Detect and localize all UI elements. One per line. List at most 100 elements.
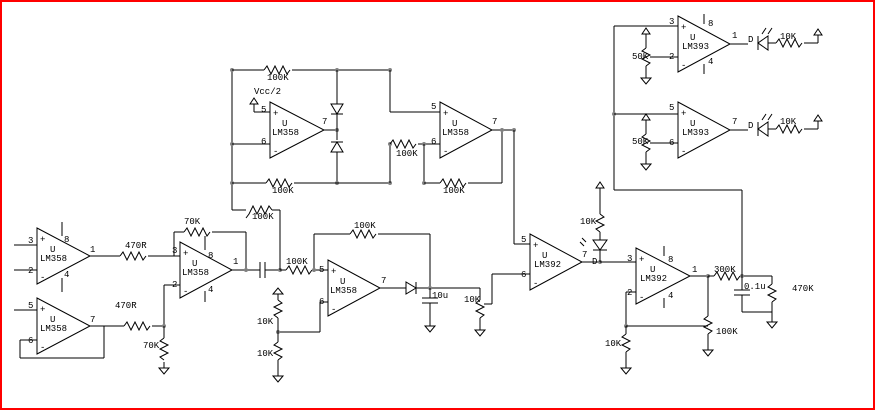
pin-label: 1	[732, 31, 737, 41]
pin-label: 5	[261, 105, 266, 115]
resistor-label: 300K	[714, 265, 736, 275]
opamp-minus: -	[273, 147, 278, 157]
opamp-u1: + - U LM358 3 2 8 4 1	[14, 222, 95, 292]
pin-label: 1	[90, 245, 95, 255]
pin-label: 3	[172, 246, 177, 256]
opamp-part: LM358	[442, 128, 469, 138]
opamp-u9: + - U LM393 3 2 8 4 1	[669, 15, 737, 73]
opamp-unit: U	[650, 265, 655, 275]
resistor-label: 10K	[605, 339, 622, 349]
resistor-label: 10K	[257, 349, 274, 359]
opamp-plus: +	[183, 249, 188, 259]
opamp-plus: +	[681, 23, 686, 33]
pin-label: 7	[492, 117, 497, 127]
resistor-label: 470R	[115, 301, 137, 311]
resistor-label: 100K	[716, 327, 738, 337]
capacitor-label: 10u	[432, 291, 448, 301]
pin-label: 7	[381, 276, 386, 286]
opamp-minus: -	[533, 279, 538, 289]
resistor-label: 50K	[632, 52, 649, 62]
resistor-label: 470K	[792, 284, 814, 294]
resistor-label: 100K	[443, 186, 465, 196]
opamp-minus: -	[639, 293, 644, 303]
opamp-plus: +	[331, 267, 336, 277]
opamp-unit: U	[690, 119, 695, 129]
pin-label: 5	[521, 235, 526, 245]
opamp-unit: U	[452, 119, 457, 129]
pin-label: 5	[669, 103, 674, 113]
opamp-part: LM358	[330, 286, 357, 296]
pin-label: 8	[668, 255, 673, 265]
opamp-unit: U	[192, 259, 197, 269]
pin-label: 4	[64, 270, 69, 280]
opamp-part: LM393	[682, 128, 709, 138]
opamp-u5: + - U LM358 5 6 7	[431, 101, 497, 159]
pin-label: 8	[64, 235, 69, 245]
opamp-unit: U	[542, 251, 547, 261]
resistor-label: 50K	[632, 137, 649, 147]
opamp-part: LM358	[40, 254, 67, 264]
resistor-label: 10K	[780, 117, 797, 127]
opamp-minus: -	[40, 343, 45, 353]
supply-label: Vcc/2	[254, 87, 281, 97]
pin-label: 8	[208, 251, 213, 261]
opamp-minus: -	[681, 147, 686, 157]
opamp-part: LM392	[534, 260, 561, 270]
resistor-label: 10K	[780, 32, 797, 42]
opamp-unit: U	[50, 315, 55, 325]
opamp-unit: U	[282, 119, 287, 129]
opamp-u6: + - U LM358 5 6 7	[319, 259, 386, 317]
opamp-u3: + - U LM358 3 2 8 4 1	[172, 236, 238, 302]
pin-label: 4	[708, 57, 713, 67]
pin-label: 7	[582, 250, 587, 260]
resistor-label: 100K	[252, 212, 274, 222]
capacitor-label: 0.1u	[744, 282, 766, 292]
opamp-plus: +	[40, 235, 45, 245]
opamp-u10: + - U LM393 5 6 7	[669, 101, 737, 159]
opamp-plus: +	[533, 241, 538, 251]
opamp-unit: U	[340, 277, 345, 287]
diode-label: D	[592, 257, 597, 267]
opamp-part: LM358	[272, 128, 299, 138]
opamp-minus: -	[443, 147, 448, 157]
opamp-minus: -	[331, 305, 336, 315]
resistor-label: 100K	[354, 221, 376, 231]
pin-label: 7	[90, 315, 95, 325]
resistor-label: 470R	[125, 241, 147, 251]
pin-label: 3	[28, 236, 33, 246]
resistor-label: 100K	[286, 257, 308, 267]
resistor-label: 70K	[184, 217, 201, 227]
pin-label: 3	[669, 17, 674, 27]
opamp-part: LM393	[682, 42, 709, 52]
opamp-plus: +	[273, 109, 278, 119]
pin-label: 7	[322, 117, 327, 127]
opamp-part: LM358	[182, 268, 209, 278]
pin-label: 2	[627, 288, 632, 298]
resistor-label: 100K	[272, 186, 294, 196]
resistor-label: 10K	[257, 317, 274, 327]
opamp-minus: -	[183, 287, 188, 297]
pin-label: 7	[732, 117, 737, 127]
opamp-unit: U	[50, 245, 55, 255]
pin-label: 4	[208, 285, 213, 295]
opamp-u8: + - U LM392 3 2 8 4 1	[627, 247, 697, 305]
diode-label: D	[748, 121, 753, 131]
opamp-u4: + - U LM358 5 6 7	[261, 101, 327, 159]
pin-label: 1	[692, 265, 697, 275]
resistor-label: 100K	[267, 73, 289, 83]
opamp-plus: +	[40, 305, 45, 315]
opamp-u2: + - U LM358 5 6 7	[14, 297, 105, 359]
opamp-minus: -	[40, 273, 45, 283]
resistor-label: 70K	[143, 341, 160, 351]
pin-label: 4	[668, 291, 673, 301]
pin-label: 6	[431, 137, 436, 147]
opamp-part: LM358	[40, 324, 67, 334]
pin-label: 8	[708, 19, 713, 29]
opamp-u7: + - U LM392 5 6 7	[521, 233, 587, 291]
pin-label: 5	[319, 265, 324, 275]
opamp-minus: -	[681, 61, 686, 71]
opamp-plus: +	[639, 255, 644, 265]
pin-label: 5	[431, 102, 436, 112]
diode-label: D	[748, 35, 753, 45]
